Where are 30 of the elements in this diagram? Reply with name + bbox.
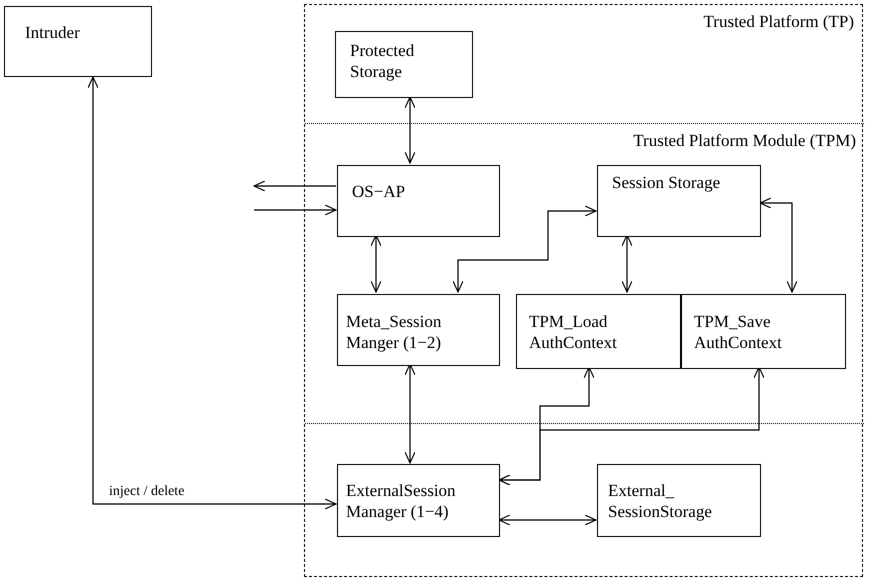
arrow	[404, 96, 416, 164]
process-box	[335, 31, 473, 98]
box-label: Meta_Session Manger (1−2)	[346, 311, 442, 353]
arrow	[87, 76, 337, 510]
edge-label: inject / delete	[107, 484, 186, 500]
arrow	[452, 205, 597, 293]
module-band	[305, 123, 864, 424]
box-label: TPM_Load AuthContext	[529, 311, 618, 353]
box-label: Protected Storage	[350, 40, 416, 82]
process-box	[337, 165, 500, 237]
box-label: TPM_Save AuthContext	[694, 311, 783, 353]
box-label: ExternalSession Manager (1−4)	[346, 480, 457, 522]
process-box	[516, 294, 681, 369]
region-title: Trusted Platform Module (TPM)	[633, 130, 856, 151]
process-box	[337, 294, 500, 366]
arrow	[254, 204, 337, 216]
box-label: Session Storage	[612, 172, 722, 193]
box-label: OS−AP	[352, 181, 406, 202]
region-title: Trusted Platform (TP)	[704, 11, 854, 32]
process-box	[4, 6, 152, 77]
boundary-region	[304, 4, 863, 577]
box-label: External_ SessionStorage	[608, 480, 713, 522]
process-box	[337, 464, 500, 537]
arrow	[498, 514, 597, 526]
arrow	[253, 180, 336, 192]
process-box	[681, 294, 846, 369]
process-box	[597, 464, 761, 537]
box-label: Intruder	[25, 22, 81, 43]
arrow	[759, 197, 798, 293]
process-box	[597, 165, 761, 237]
